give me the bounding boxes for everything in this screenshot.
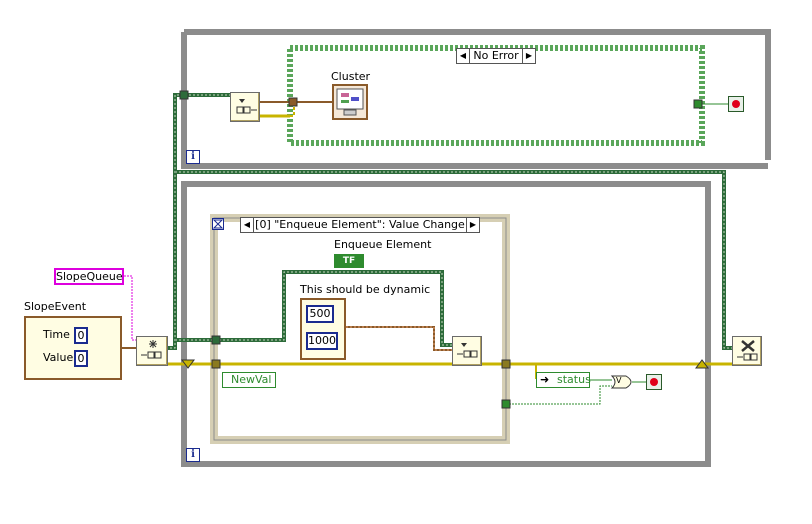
bottom-stop-button[interactable] [646, 374, 662, 390]
or-gate-label: V [616, 376, 622, 385]
enqueue-element-node[interactable] [452, 336, 482, 366]
const-500[interactable]: 500 [306, 305, 334, 323]
refnum-wire [124, 275, 138, 341]
bottom-while-loop-frame [181, 181, 711, 467]
obtain-queue-node[interactable] [136, 336, 168, 366]
slopeevent-label: SlopeEvent [24, 300, 87, 313]
unbundle-status-node[interactable]: ➜ status [536, 372, 591, 388]
newval-terminal[interactable]: NewVal [222, 372, 276, 388]
event-structure-frame [210, 214, 510, 444]
newval-label: NewVal [231, 373, 272, 386]
release-queue-icon [737, 340, 758, 361]
shift-register-left-icon [181, 359, 195, 369]
status-label: status [557, 373, 591, 386]
event-selector[interactable]: ◀ [0] "Enqueue Element": Value Change ▶ [240, 217, 480, 233]
arrow-right-icon: ➜ [540, 373, 550, 386]
dynamic-label: This should be dynamic [300, 283, 431, 296]
shift-register-right-icon [695, 359, 709, 369]
cluster-label: Cluster [331, 70, 371, 83]
time-value[interactable]: 0 [74, 327, 88, 344]
enqueue-element-label: Enqueue Element [334, 238, 432, 251]
tf-boolean-terminal[interactable]: TF [334, 254, 364, 268]
top-while-loop-frame [181, 29, 771, 169]
or-gate-icon [610, 375, 632, 389]
cluster-icon [336, 88, 364, 116]
dequeue-element-node[interactable] [230, 92, 260, 122]
event-prev-arrow-icon[interactable]: ◀ [241, 218, 254, 232]
time-label: Time [43, 328, 70, 341]
slopeevent-cluster[interactable] [24, 316, 122, 380]
value-label: Value [43, 351, 74, 364]
slopequeue-control[interactable]: SlopeQueue [54, 268, 124, 285]
case-selector-label: No Error [473, 49, 519, 62]
case-selector[interactable]: ◀ No Error ▶ [456, 48, 536, 64]
event-selector-label: [0] "Enqueue Element": Value Change [255, 218, 465, 231]
value-value[interactable]: 0 [74, 350, 88, 367]
release-queue-node[interactable] [732, 336, 762, 366]
case-prev-arrow-icon[interactable]: ◀ [457, 49, 470, 63]
enqueue-element-icon [457, 343, 478, 358]
const-1000[interactable]: 1000 [306, 332, 338, 350]
event-timeout-icon [212, 218, 224, 230]
top-iteration-terminal: i [186, 150, 200, 164]
case-next-arrow-icon[interactable]: ▶ [522, 49, 535, 63]
dequeue-element-icon [236, 99, 257, 114]
event-next-arrow-icon[interactable]: ▶ [466, 218, 479, 232]
cluster-indicator[interactable] [332, 84, 368, 120]
obtain-queue-icon [141, 340, 162, 359]
top-stop-button[interactable] [728, 96, 744, 112]
queue-wire-release [175, 170, 732, 350]
bottom-iteration-terminal: i [186, 448, 200, 462]
